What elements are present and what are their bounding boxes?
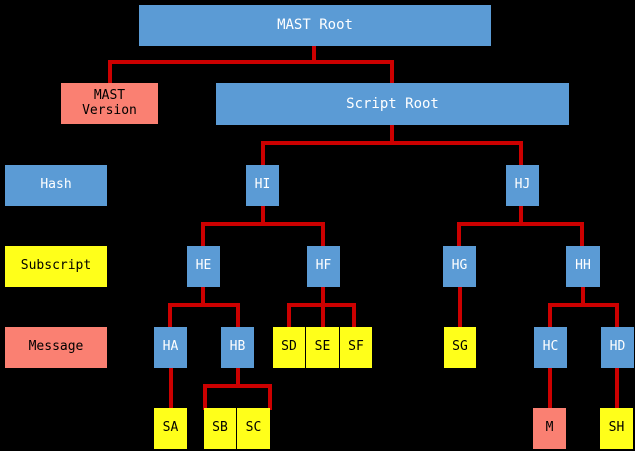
tree-node-sc: SC (237, 408, 270, 449)
tree-edge (548, 367, 552, 410)
tree-node-he: HE (187, 246, 220, 287)
tree-edge (261, 141, 265, 167)
tree-edge (108, 60, 394, 64)
tree-node-hb: HB (221, 327, 254, 368)
tree-edge (203, 384, 207, 410)
tree-edge (261, 205, 265, 225)
tree-node-sh: SH (600, 408, 633, 449)
tree-node-mast-version: MAST Version (61, 83, 158, 124)
tree-node-sf: SF (340, 327, 372, 368)
tree-edge (580, 222, 584, 248)
tree-edge (615, 367, 619, 410)
tree-node-hg: HG (443, 246, 476, 287)
tree-edge (390, 124, 394, 144)
tree-edge (390, 60, 394, 85)
tree-edge (203, 384, 272, 388)
tree-edge (321, 222, 325, 248)
tree-edge (201, 286, 205, 306)
tree-edge (261, 141, 523, 145)
tree-node-hc: HC (534, 327, 567, 368)
tree-node-hd: HD (601, 327, 634, 368)
tree-edge (201, 222, 205, 248)
tree-edge (201, 222, 325, 226)
tree-edge (581, 286, 585, 306)
tree-edge (321, 303, 325, 329)
tree-node-sa: SA (154, 408, 187, 449)
tree-edge (548, 303, 552, 329)
tree-edge (615, 303, 619, 329)
tree-node-hi: HI (246, 165, 279, 206)
tree-edge (168, 303, 240, 307)
legend-item-subscript: Subscript (5, 246, 107, 287)
tree-edge (548, 303, 617, 307)
tree-edge (457, 222, 461, 248)
tree-edge (108, 60, 112, 85)
tree-node-hj: HJ (506, 165, 539, 206)
tree-node-hf: HF (307, 246, 340, 287)
tree-edge (169, 367, 173, 410)
legend-item-hash: Hash (5, 165, 107, 206)
tree-edge (236, 303, 240, 329)
tree-node-mast-root: MAST Root (139, 5, 491, 46)
tree-node-script-root: Script Root (216, 83, 569, 125)
tree-edge (457, 222, 583, 226)
tree-node-hh: HH (566, 246, 600, 287)
tree-edge (519, 141, 523, 167)
tree-edge (236, 367, 240, 387)
tree-edge (458, 286, 462, 329)
legend-item-message: Message (5, 327, 107, 368)
tree-edge (312, 45, 316, 64)
tree-edge (352, 303, 356, 329)
tree-edge (268, 384, 272, 410)
tree-node-m: M (533, 408, 566, 449)
tree-edge (519, 205, 523, 225)
tree-edge (168, 303, 172, 329)
tree-node-sg: SG (444, 327, 476, 368)
tree-node-ha: HA (154, 327, 187, 368)
tree-edge (321, 286, 325, 306)
tree-node-sd: SD (273, 327, 305, 368)
tree-node-se: SE (306, 327, 339, 368)
tree-node-sb: SB (204, 408, 236, 449)
tree-edge (287, 303, 291, 329)
